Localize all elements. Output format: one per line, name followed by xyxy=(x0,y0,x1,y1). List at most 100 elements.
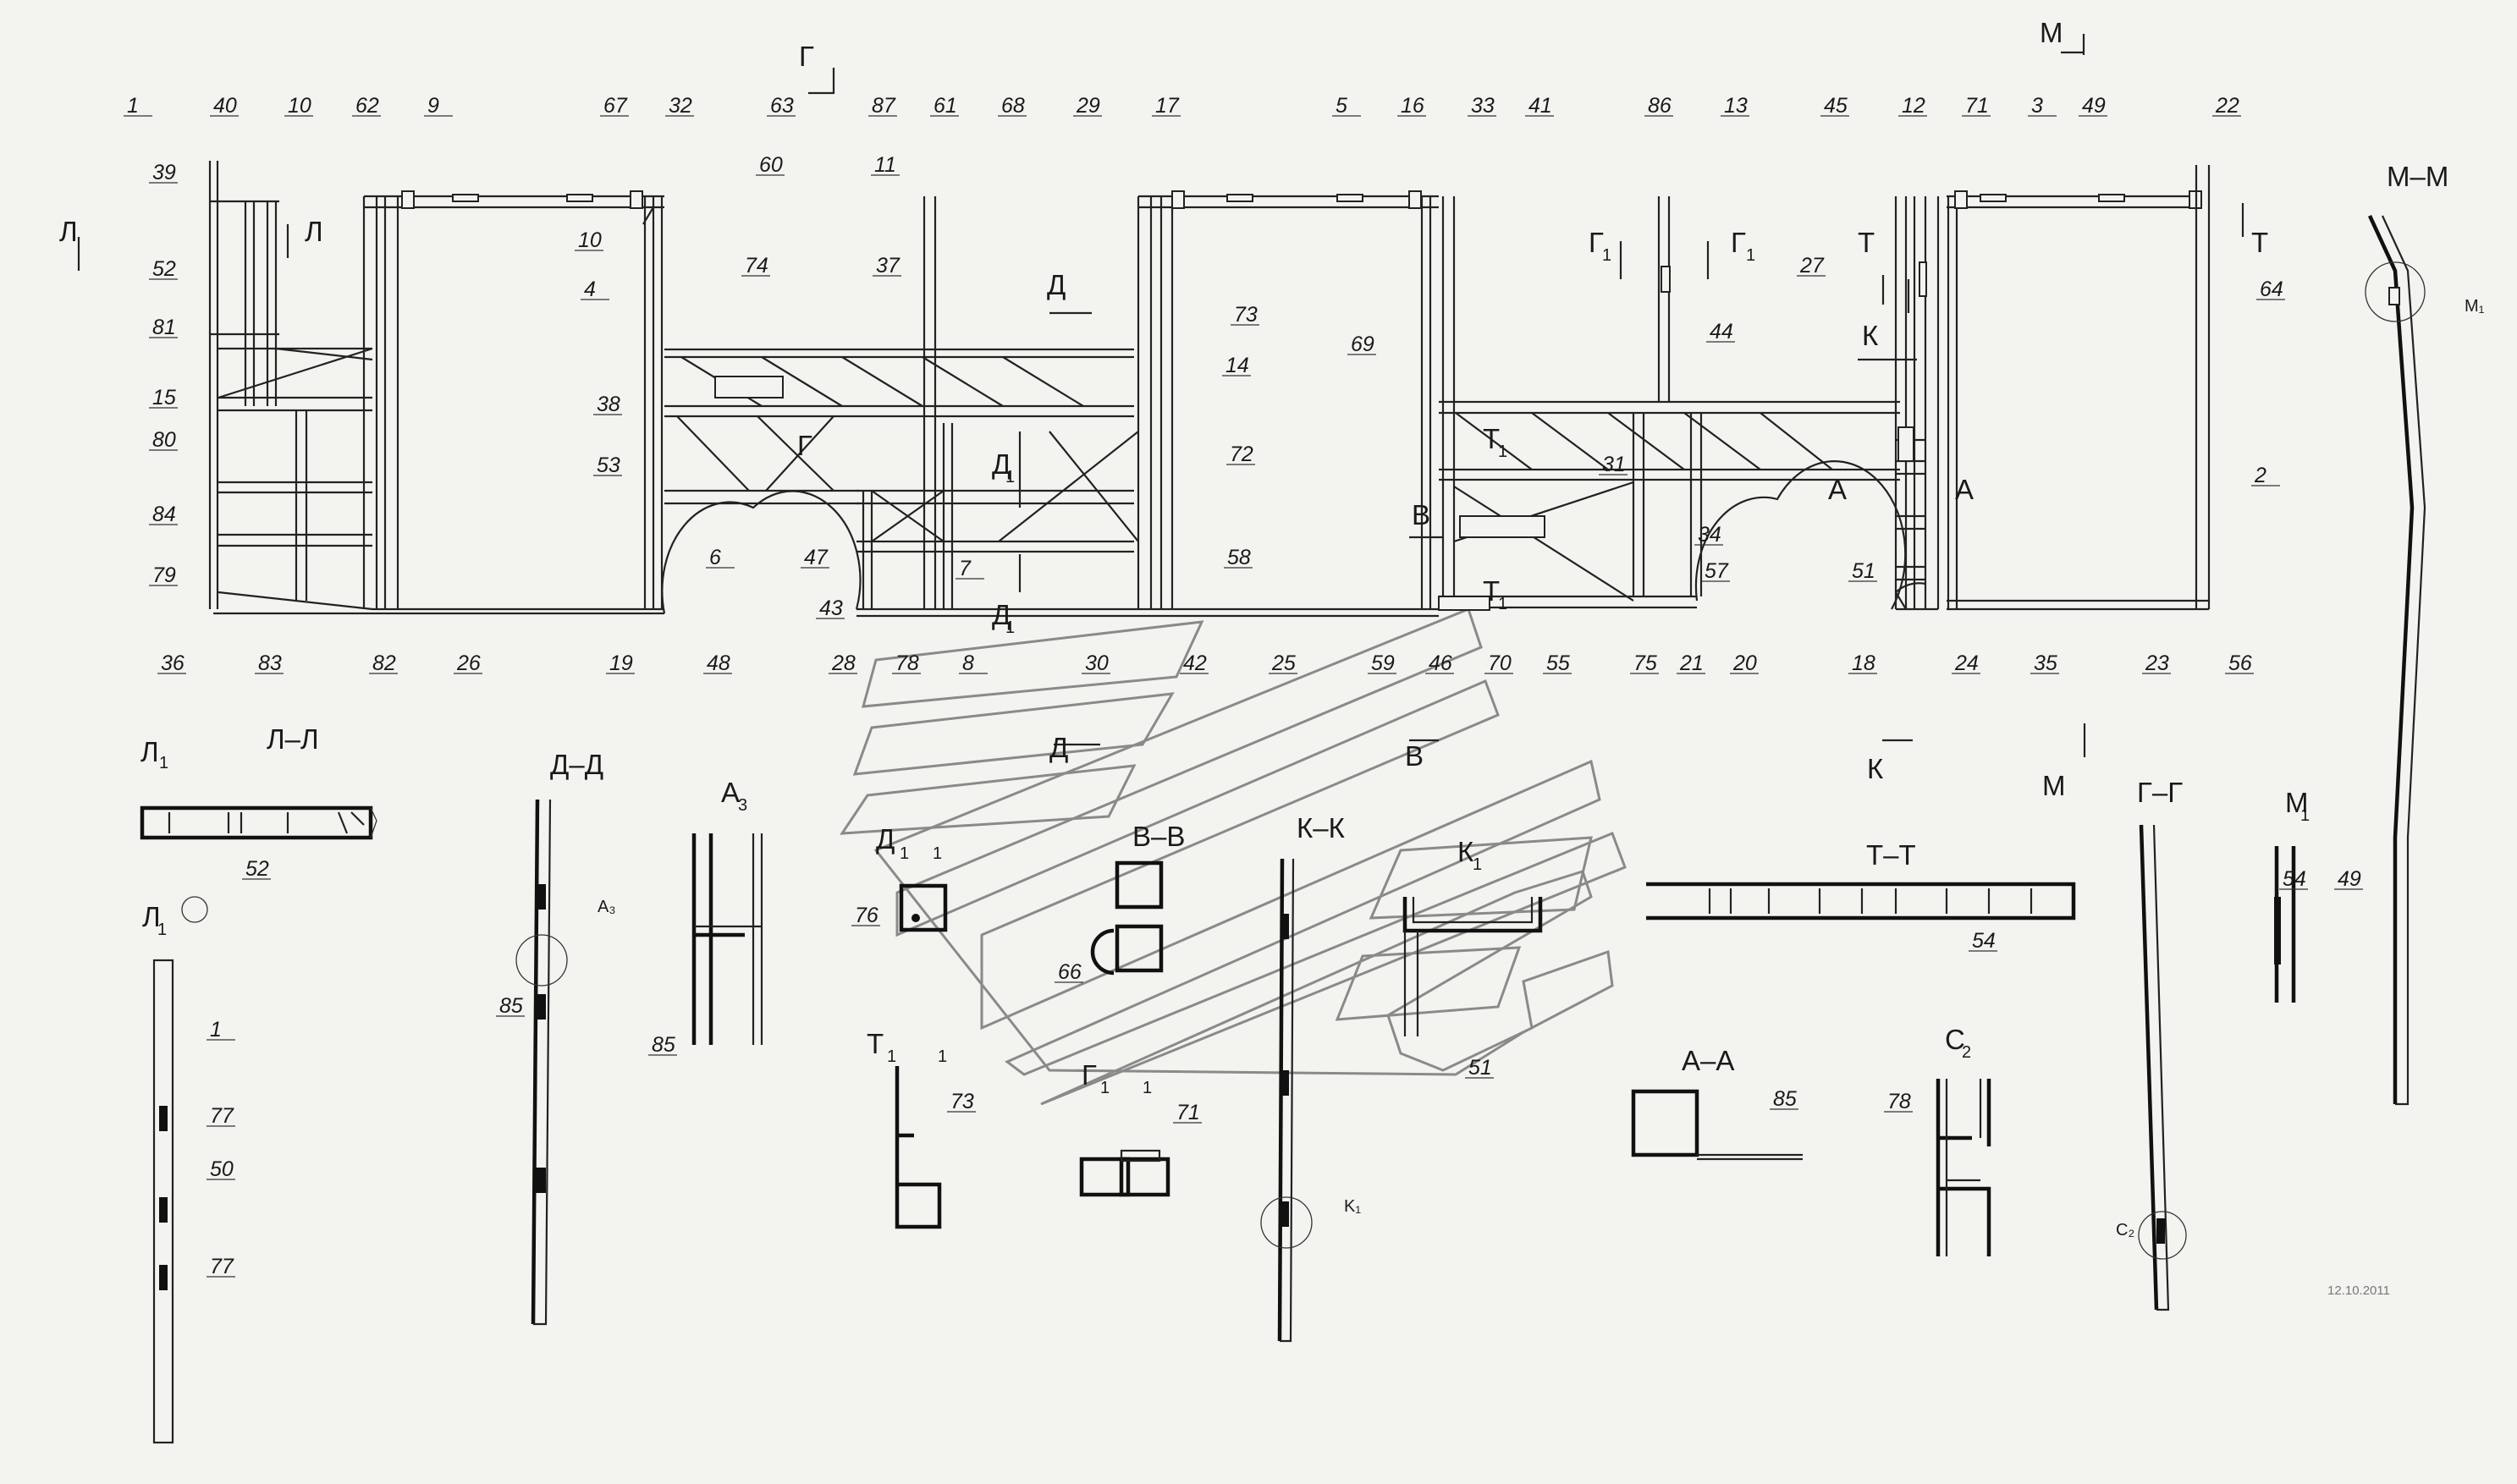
section-mark: Д xyxy=(1049,732,1068,763)
part-callout: 30 xyxy=(1085,651,1109,675)
part-callout: 75 xyxy=(1633,651,1657,675)
part-callout: 79 xyxy=(152,563,176,587)
part-callout: 41 xyxy=(1528,94,1552,118)
section-title: В–В xyxy=(1132,821,1185,852)
section-mark: В xyxy=(1412,499,1430,530)
subscript: 1 xyxy=(1602,246,1611,265)
part-callout: 69 xyxy=(1351,333,1374,356)
part-callout: 52 xyxy=(152,257,176,281)
part-callout: 87 xyxy=(872,94,896,118)
part-callout: 18 xyxy=(1852,651,1875,675)
part-callout: 35 xyxy=(2034,651,2057,675)
section-mark: А xyxy=(1828,474,1847,505)
detail-m1 xyxy=(2274,846,2296,1003)
section-mark: В xyxy=(1405,740,1424,772)
section-mark: Г xyxy=(797,430,812,461)
subscript: 2 xyxy=(1962,1043,1971,1062)
part-callout: 39 xyxy=(152,161,176,184)
section-title: Д xyxy=(876,823,895,855)
part-callout: 44 xyxy=(1710,320,1733,344)
subscript: 1 xyxy=(1143,1079,1152,1097)
part-callout: 82 xyxy=(372,651,396,675)
part-callout: 77 xyxy=(210,1104,234,1128)
part-callout: 10 xyxy=(288,94,311,118)
part-callout: 21 xyxy=(1679,651,1704,675)
part-callout: 83 xyxy=(258,651,282,675)
part-callout: 10 xyxy=(578,228,602,252)
section-title: Л–Л xyxy=(267,723,319,755)
section-mark: Д xyxy=(1047,269,1066,300)
part-callout: 7 xyxy=(959,557,972,580)
part-callout: 15 xyxy=(152,386,176,409)
subscript: 3 xyxy=(738,796,747,815)
part-callout: 43 xyxy=(819,596,843,620)
subscript: 1 xyxy=(1498,442,1507,461)
part-callout: 62 xyxy=(355,94,379,118)
section-v-v xyxy=(1090,860,1164,976)
section-mark: Д xyxy=(992,448,1011,480)
part-callout: 45 xyxy=(1824,94,1848,118)
part-callout: 64 xyxy=(2260,278,2283,301)
section-title: А xyxy=(721,777,740,808)
part-callout: 9 xyxy=(427,94,439,118)
part-callout: 66 xyxy=(1058,960,1082,984)
section-t-t xyxy=(1646,882,2076,921)
part-callout: 70 xyxy=(1488,651,1512,675)
part-callout: 34 xyxy=(1698,523,1721,547)
part-callout: 6 xyxy=(709,546,721,569)
section-title: М xyxy=(2285,787,2309,818)
part-callout: 85 xyxy=(1773,1087,1797,1111)
part-callout: 8 xyxy=(962,651,974,675)
section-title: А–А xyxy=(1682,1045,1734,1076)
section-mark: Т xyxy=(2251,227,2268,258)
part-callout: 59 xyxy=(1371,651,1395,675)
part-callout: 77 xyxy=(210,1255,234,1278)
part-callout: 11 xyxy=(874,153,896,177)
section-l-l xyxy=(140,805,377,840)
section-mark: Л xyxy=(305,216,323,247)
part-callout: 46 xyxy=(1429,651,1452,675)
section-title: К–К xyxy=(1297,812,1346,844)
part-callout: 78 xyxy=(895,651,919,675)
part-callout: 29 xyxy=(1076,94,1100,118)
section-m-m xyxy=(2365,215,2426,1106)
subscript: 1 xyxy=(1473,855,1482,874)
part-callout: 1 xyxy=(127,94,139,118)
subscript: 1 xyxy=(1746,246,1755,265)
section-l1 xyxy=(152,896,208,1444)
part-callout: 85 xyxy=(499,994,523,1018)
section-mark: А xyxy=(1955,474,1974,505)
part-callout: 37 xyxy=(876,254,901,278)
part-callout: 49 xyxy=(2338,867,2361,891)
section-arrows xyxy=(77,34,2244,757)
detail-marker-label: A₃ xyxy=(598,898,615,916)
section-mark: М xyxy=(2042,770,2066,801)
part-callout: 49 xyxy=(2082,94,2106,118)
subscript: 1 xyxy=(159,754,168,772)
part-callout: 85 xyxy=(652,1033,675,1057)
part-callout: 58 xyxy=(1227,546,1251,569)
part-callout: 76 xyxy=(855,904,878,927)
part-callout: 48 xyxy=(707,651,730,675)
section-mark: Л xyxy=(140,736,159,767)
part-callout: 19 xyxy=(609,651,633,675)
part-callout: 47 xyxy=(804,546,829,569)
detail-marker-label: M₁ xyxy=(2465,297,2485,316)
part-callout: 86 xyxy=(1648,94,1672,118)
part-callout: 52 xyxy=(245,857,269,881)
subscript: 1 xyxy=(157,921,167,939)
section-mark: Т xyxy=(1483,423,1500,454)
detail-c2 xyxy=(1936,1079,1991,1256)
part-callout: 61 xyxy=(934,94,957,118)
section-d-d xyxy=(515,799,568,1326)
part-callout: 38 xyxy=(597,393,620,416)
part-callout: 60 xyxy=(759,153,783,177)
section-mark: Л xyxy=(59,216,78,247)
part-callout: 51 xyxy=(1468,1056,1492,1080)
part-callout: 68 xyxy=(1001,94,1025,118)
part-callout: 12 xyxy=(1902,94,1925,118)
section-mark: М xyxy=(2040,17,2063,48)
subscript: 1 xyxy=(1100,1079,1110,1097)
section-mark: Г xyxy=(1589,227,1604,258)
